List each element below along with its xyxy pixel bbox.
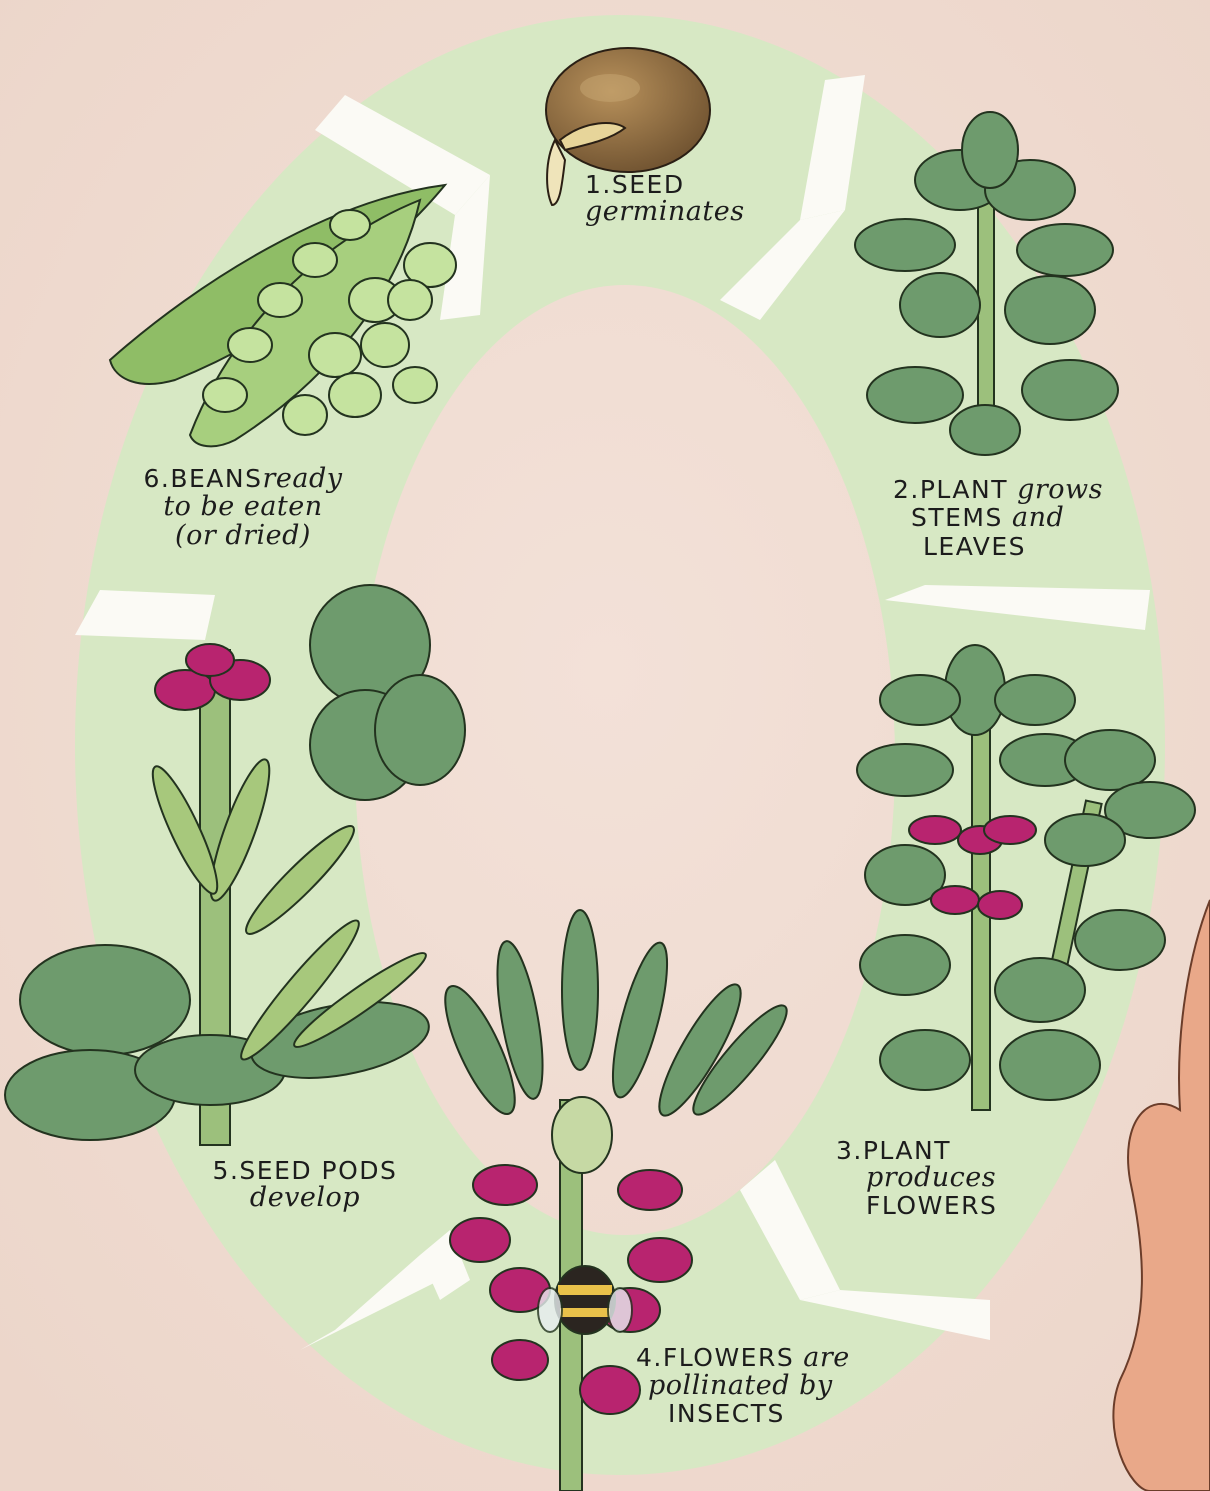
stage-2-and: and — [1012, 502, 1064, 533]
stage-5-label: 5.SEED PODS develop — [190, 1158, 420, 1213]
cycle-ring — [75, 15, 1165, 1475]
stage-2-leaves: LEAVES — [923, 532, 1026, 561]
stage-4-text: pollinated by — [636, 1372, 850, 1400]
stage-5-title: 5.SEED PODS — [190, 1158, 420, 1184]
stage-3-text: produces — [836, 1164, 997, 1192]
stage-5-text: develop — [190, 1184, 420, 1212]
stage-1-label: 1.SEED germinates — [585, 172, 745, 227]
stage-3-label: 3.PLANT produces FLOWERS — [836, 1138, 997, 1219]
stage-4-insects: INSECTS — [636, 1401, 850, 1427]
stage-2-title: 2.PLANT — [893, 475, 1008, 504]
stage-1-text: germinates — [585, 198, 745, 226]
stage-3-flowers: FLOWERS — [836, 1193, 997, 1219]
stage-6-label: 6.BEANSready to be eaten (or dried) — [128, 465, 358, 550]
stage-1-title: 1.SEED — [585, 172, 745, 198]
stage-4-label: 4.FLOWERS are pollinated by INSECTS — [636, 1344, 850, 1427]
stage-3-title: 3.PLANT — [836, 1138, 997, 1164]
stage-2-text: grows — [1017, 474, 1103, 505]
stage-4-are: are — [803, 1342, 849, 1373]
stage-6-dried: (or dried) — [128, 522, 358, 550]
stage-6-text: to be eaten — [128, 493, 358, 521]
stage-6-title: 6.BEANS — [143, 464, 262, 493]
stage-4-title: 4.FLOWERS — [636, 1343, 794, 1372]
stage-6-ready: ready — [262, 463, 342, 494]
stage-2-label: 2.PLANT grows STEMS and LEAVES — [893, 476, 1103, 561]
stage-2-stems: STEMS — [911, 503, 1003, 532]
